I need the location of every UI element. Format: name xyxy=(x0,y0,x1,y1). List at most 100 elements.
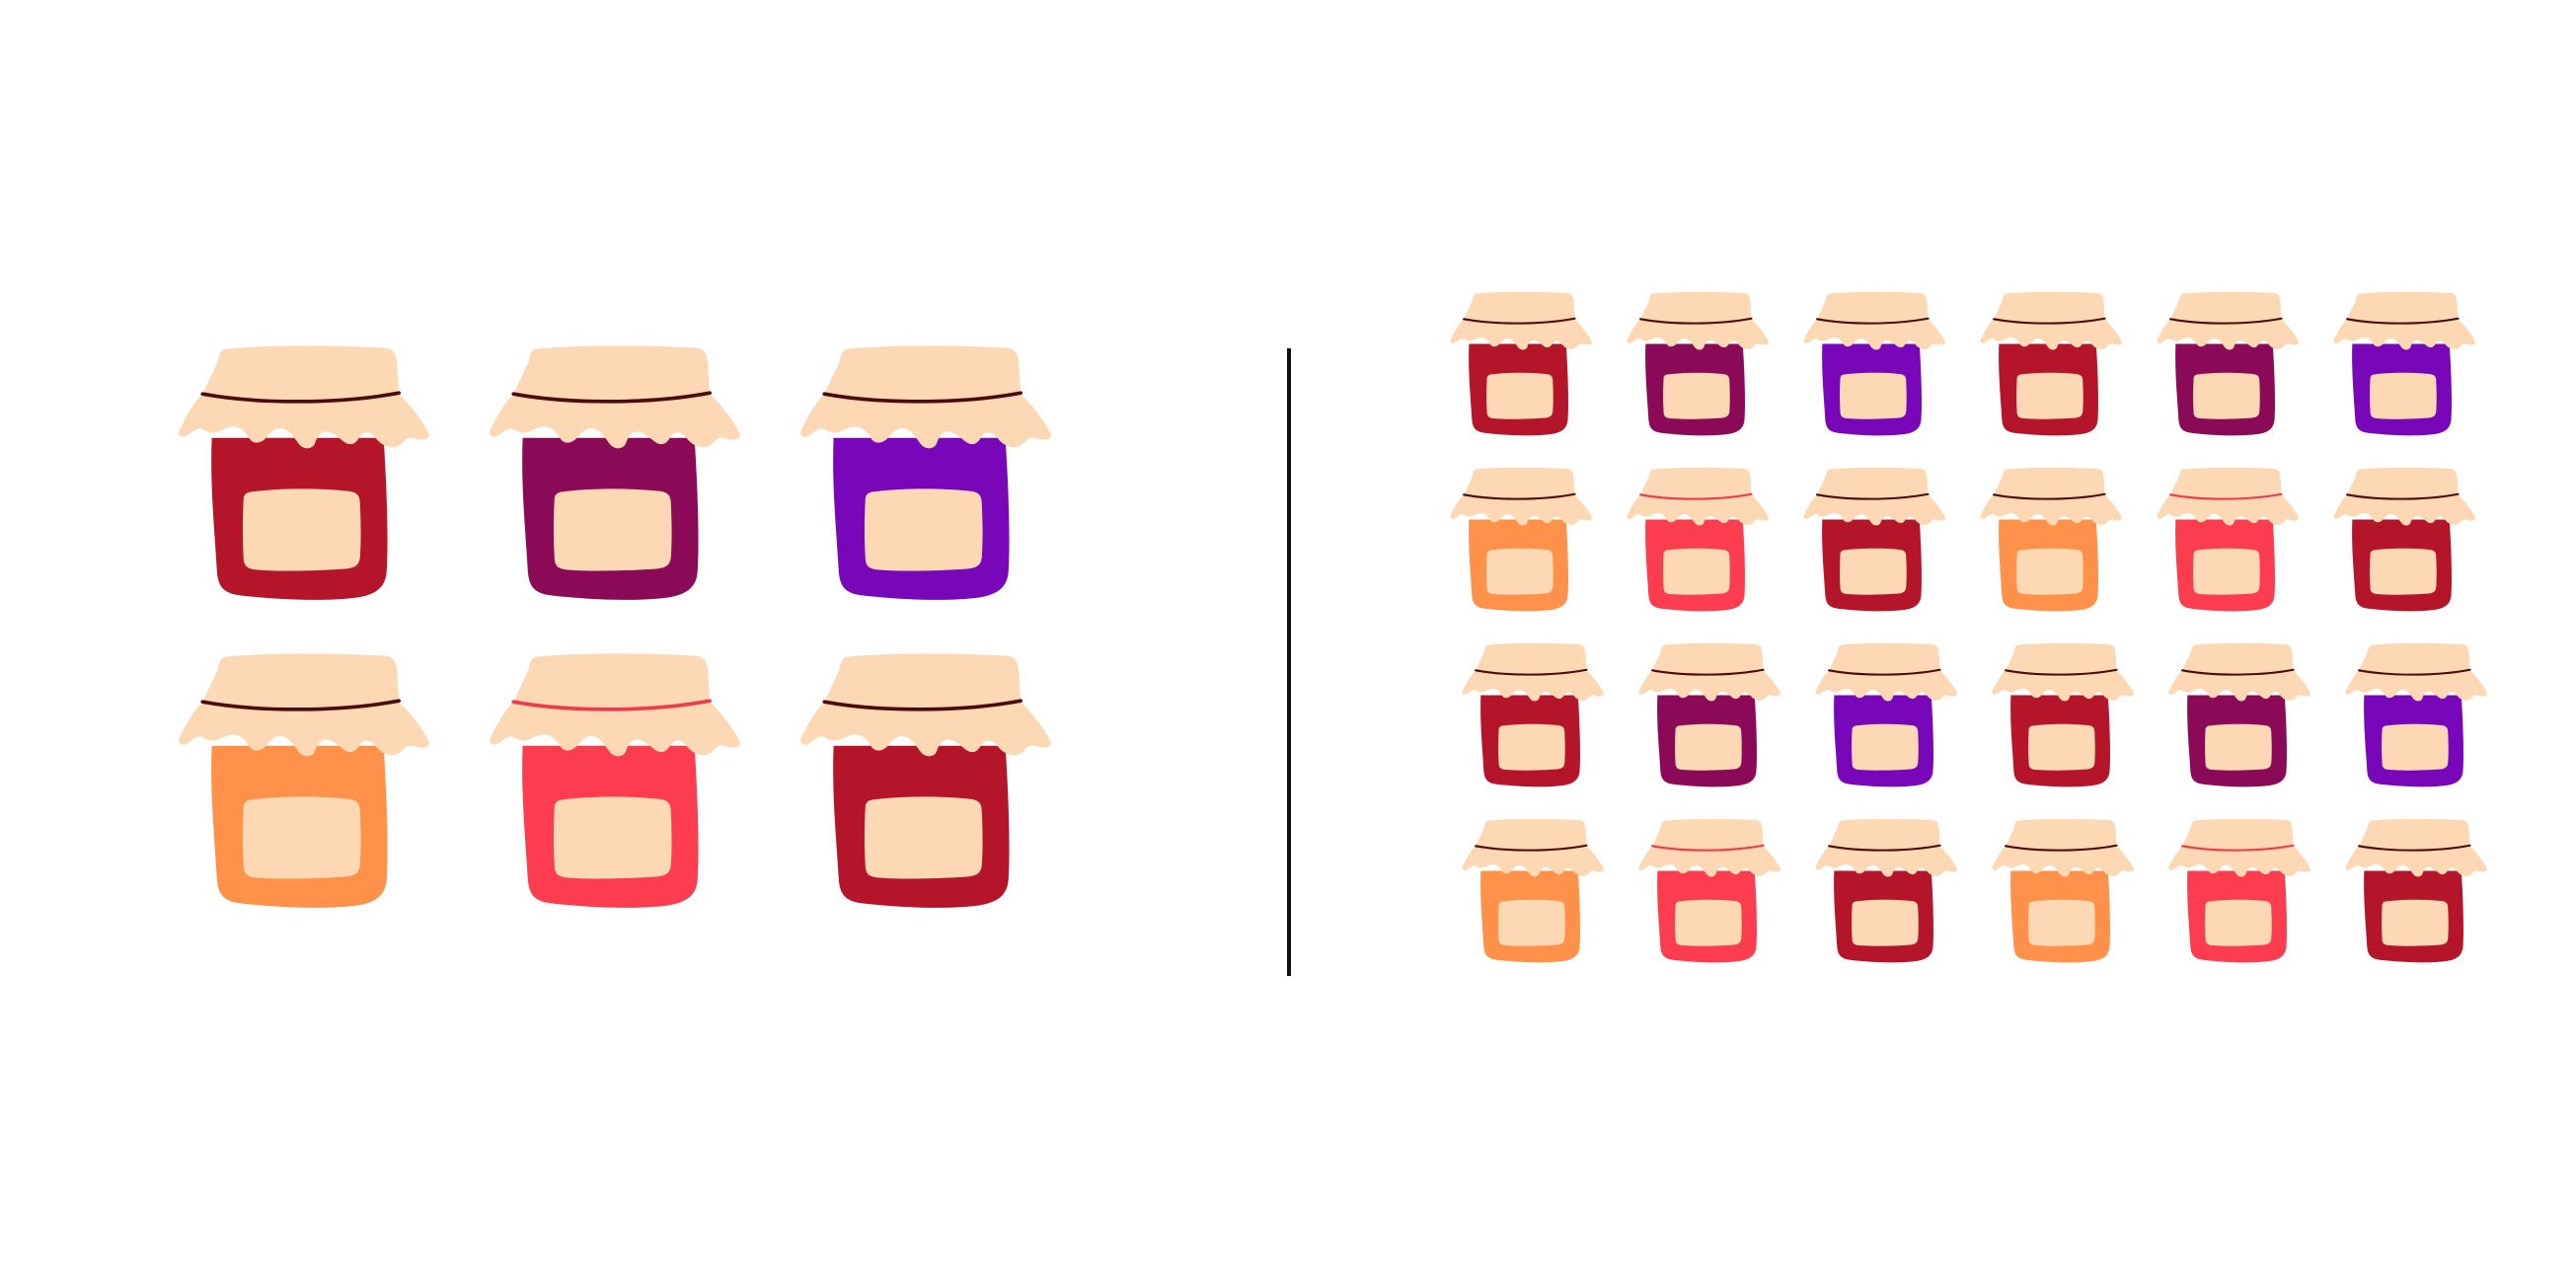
right-jam-jar xyxy=(1815,818,1957,963)
left-jam-jar xyxy=(490,345,740,600)
jar-label xyxy=(864,796,983,879)
jar-cloth-cover xyxy=(1627,467,1769,526)
jar-label xyxy=(2370,372,2437,419)
jar-string xyxy=(1639,492,1753,500)
jar-label xyxy=(2205,899,2272,946)
right-jam-jar xyxy=(1462,642,1604,787)
jar-string xyxy=(2181,844,2295,852)
jar-cloth-cover xyxy=(1638,818,1780,877)
right-jam-jar xyxy=(2168,642,2311,787)
jar-string xyxy=(2169,317,2283,325)
jar-string xyxy=(2005,844,2118,852)
jar-cloth-cover xyxy=(2333,291,2475,350)
right-jam-jar xyxy=(1803,467,1945,612)
jar-string xyxy=(1993,317,2106,325)
left-jar-group xyxy=(179,345,1051,908)
jar-cloth-cover xyxy=(1815,818,1957,877)
jar-label xyxy=(2193,548,2260,595)
jar-string xyxy=(1828,668,1941,676)
jar-cloth-cover xyxy=(1462,818,1604,877)
jar-string xyxy=(1816,492,1930,500)
right-jam-jar xyxy=(2168,818,2311,963)
jar-label xyxy=(1852,723,1919,771)
right-jam-jar xyxy=(1980,291,2122,436)
jar-string xyxy=(1993,492,2106,500)
right-jam-jar xyxy=(2345,818,2487,963)
jar-string xyxy=(1651,844,1765,852)
jar-cloth-cover xyxy=(490,345,740,449)
jar-string xyxy=(822,699,1023,711)
jar-label xyxy=(553,796,672,879)
jar-string xyxy=(200,699,401,711)
jar-label xyxy=(2370,548,2437,595)
jar-label xyxy=(2016,548,2084,595)
jar-string xyxy=(1639,317,1753,325)
jar-label xyxy=(2193,372,2260,419)
jar-cloth-cover xyxy=(800,345,1051,449)
jar-cloth-cover xyxy=(2157,467,2299,526)
jar-cloth-cover xyxy=(179,345,429,449)
right-jam-jar xyxy=(2345,642,2487,787)
jar-cloth-cover xyxy=(2345,642,2487,702)
jar-label xyxy=(2028,723,2095,771)
jar-cloth-cover xyxy=(179,653,429,757)
jar-string xyxy=(511,699,712,711)
right-jam-jar xyxy=(2333,467,2475,612)
jar-string xyxy=(1828,844,1941,852)
jar-cloth-cover xyxy=(1980,291,2122,350)
jar-string xyxy=(200,391,401,404)
jar-cloth-cover xyxy=(2333,467,2475,526)
jar-string xyxy=(1475,668,1588,676)
right-jam-jar xyxy=(1462,818,1604,963)
right-jam-jar xyxy=(1980,467,2122,612)
right-jam-jar xyxy=(1992,818,2134,963)
right-jam-jar xyxy=(1638,642,1780,787)
right-jam-jar xyxy=(1803,291,1945,436)
jar-string xyxy=(1463,317,1576,325)
jar-label xyxy=(1675,899,1742,946)
jar-string xyxy=(1816,317,1930,325)
jar-cloth-cover xyxy=(1803,467,1945,526)
jar-label xyxy=(2382,723,2449,771)
right-jam-jar xyxy=(1627,291,1769,436)
jar-string xyxy=(1463,492,1576,500)
jar-label xyxy=(242,488,361,571)
jar-string xyxy=(2181,668,2295,676)
left-jam-jar xyxy=(800,345,1051,600)
right-jam-jar xyxy=(1992,642,2134,787)
jar-cloth-cover xyxy=(1638,642,1780,702)
jar-label xyxy=(1486,548,1553,595)
jar-cloth-cover xyxy=(490,653,740,757)
left-jam-jar xyxy=(179,345,429,600)
jar-cloth-cover xyxy=(2157,291,2299,350)
jar-cloth-cover xyxy=(1815,642,1957,702)
jar-string xyxy=(2346,492,2460,500)
jar-string xyxy=(822,391,1023,404)
jar-cloth-cover xyxy=(2168,818,2311,877)
jar-cloth-cover xyxy=(1980,467,2122,526)
jar-string xyxy=(2358,844,2471,852)
jar-label xyxy=(1840,548,1907,595)
jar-cloth-cover xyxy=(1450,291,1592,350)
jar-cloth-cover xyxy=(1627,291,1769,350)
jar-cloth-cover xyxy=(2168,642,2311,702)
right-jam-jar xyxy=(2157,467,2299,612)
jar-string xyxy=(2169,492,2283,500)
right-jam-jar xyxy=(1450,291,1592,436)
jar-label xyxy=(1852,899,1919,946)
left-jam-jar xyxy=(179,653,429,908)
jar-label xyxy=(864,488,983,571)
jar-cloth-cover xyxy=(1450,467,1592,526)
jar-string xyxy=(2358,668,2471,676)
jar-string xyxy=(1475,844,1588,852)
right-jam-jar xyxy=(1627,467,1769,612)
jar-string xyxy=(2005,668,2118,676)
jar-cloth-cover xyxy=(1462,642,1604,702)
jar-label xyxy=(1840,372,1907,419)
jar-label xyxy=(2016,372,2084,419)
jar-string xyxy=(2346,317,2460,325)
right-jar-group xyxy=(1450,291,2487,963)
right-jam-jar xyxy=(2157,291,2299,436)
jar-label xyxy=(1663,548,1730,595)
